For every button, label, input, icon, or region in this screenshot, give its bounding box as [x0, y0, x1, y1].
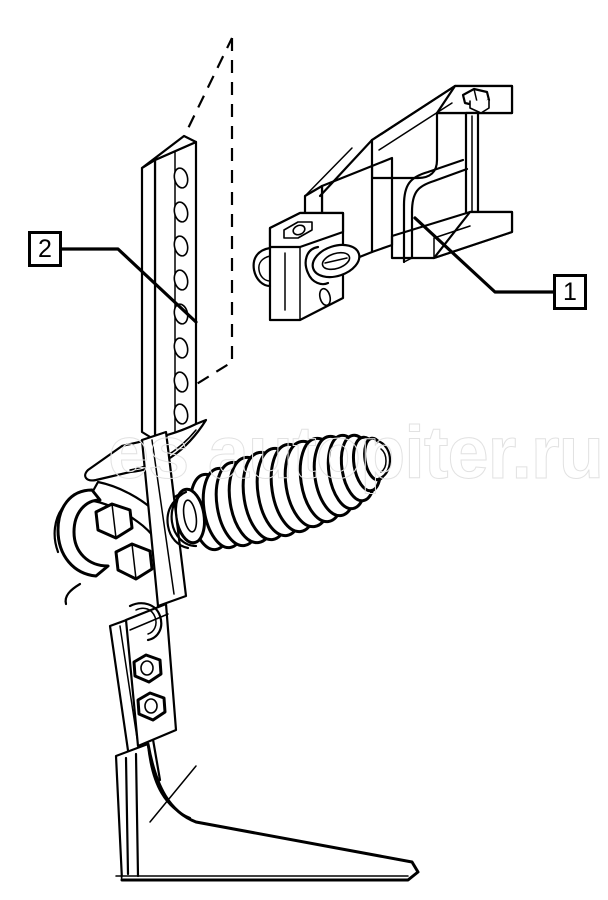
hex-bolt-icon [132, 653, 163, 684]
coil-spring [168, 433, 392, 552]
callout-leader-lines [60, 216, 555, 324]
hex-bolt-icon [94, 502, 134, 540]
hex-bolt-icon [114, 542, 154, 581]
pivot-linkage [53, 418, 208, 608]
sweep-point-blade [114, 742, 420, 882]
hex-bolt-icon [136, 691, 167, 722]
pin-retainer-block [252, 211, 361, 322]
callout-box-1[interactable]: 1 [553, 274, 587, 310]
u-bolt-mounting-bracket [252, 84, 514, 322]
shank-clamp-plate [124, 602, 178, 748]
callout-box-2[interactable]: 2 [28, 231, 62, 267]
hex-bolt-icon [461, 87, 491, 114]
tine-shank [108, 602, 178, 794]
perforated-upright-bar [140, 134, 198, 442]
